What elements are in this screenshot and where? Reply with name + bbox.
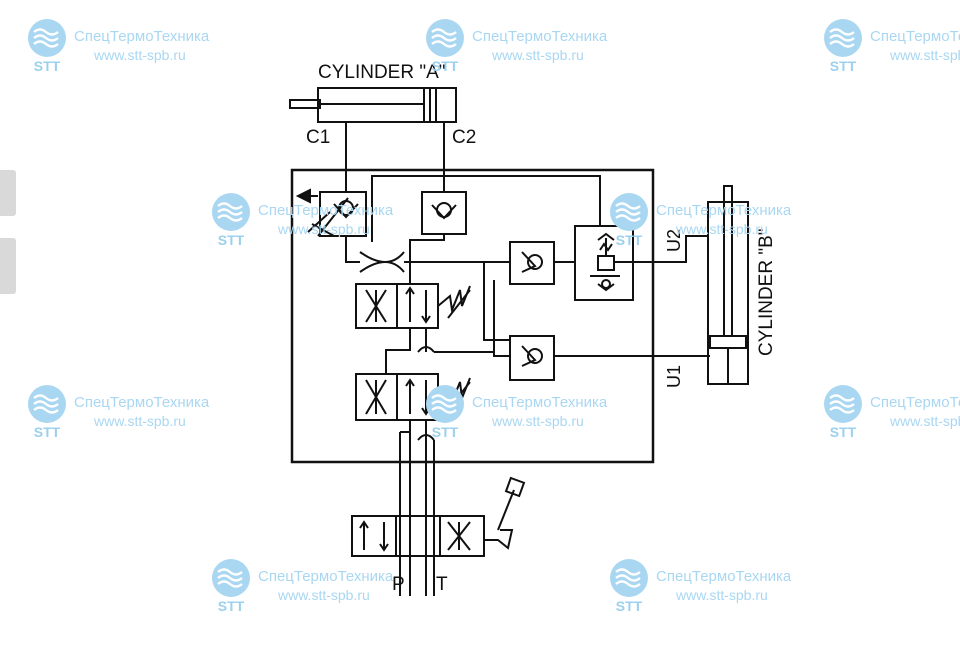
watermark: STT СпецТермоТехника www.stt-spb.ru: [210, 192, 430, 252]
watermark-url: www.stt-spb.ru: [278, 587, 370, 603]
watermark-logo-icon: [212, 193, 250, 231]
watermark-name: СпецТермоТехника: [656, 202, 792, 219]
watermark-url: www.stt-spb.ru: [676, 221, 768, 237]
watermark-name: СпецТермоТехника: [258, 568, 394, 585]
watermark-url: www.stt-spb.ru: [94, 413, 186, 429]
watermark-abbr: STT: [829, 58, 857, 74]
watermark-name: СпецТермоТехника: [870, 394, 960, 411]
watermark-abbr: STT: [615, 232, 643, 248]
watermark-url: www.stt-spb.ru: [94, 47, 186, 63]
watermark: STT СпецТермоТехника www.stt-spb.ru: [424, 384, 644, 444]
watermark-abbr: STT: [615, 598, 643, 614]
watermark-url: www.stt-spb.ru: [492, 47, 584, 63]
watermark-logo-icon: [28, 19, 66, 57]
port-t-label: T: [436, 574, 448, 595]
watermark: STT СпецТермоТехника www.stt-spb.ru: [210, 558, 430, 618]
watermark-name: СпецТермоТехника: [472, 28, 608, 45]
side-tab-1: [0, 170, 16, 216]
watermark-abbr: STT: [33, 58, 61, 74]
port-u2-label: U2: [664, 229, 684, 252]
watermark-name: СпецТермоТехника: [74, 394, 210, 411]
watermark-abbr: STT: [431, 58, 459, 74]
port-u1-label: U1: [664, 365, 684, 388]
valve-block: [290, 168, 655, 464]
watermark-logo-icon: [28, 385, 66, 423]
port-c2-label: C2: [452, 127, 476, 148]
watermark-logo-icon: [610, 559, 648, 597]
watermark-abbr: STT: [217, 232, 245, 248]
watermark-url: www.stt-spb.ru: [492, 413, 584, 429]
watermark-url: www.stt-spb.ru: [676, 587, 768, 603]
watermark-logo-icon: [610, 193, 648, 231]
watermark-name: СпецТермоТехника: [258, 202, 394, 219]
cylinder-a-label: CYLINDER "A": [318, 62, 446, 83]
port-c1-label: C1: [306, 127, 330, 148]
check-valve-u2-line: [509, 241, 555, 285]
port-p-label: P: [392, 574, 405, 595]
watermark-logo-icon: [824, 385, 862, 423]
check-valve-c1: [295, 188, 367, 237]
directional-valve-1: [355, 283, 471, 329]
watermark: STT СпецТермоТехника www.stt-spb.ru: [608, 192, 828, 252]
watermark-abbr: STT: [829, 424, 857, 440]
watermark-url: www.stt-spb.ru: [890, 47, 960, 63]
watermark-logo-icon: [426, 19, 464, 57]
watermark-logo-icon: [426, 385, 464, 423]
watermark-abbr: STT: [217, 598, 245, 614]
watermark: STT СпецТермоТехника www.stt-spb.ru: [608, 558, 828, 618]
watermark-abbr: STT: [431, 424, 459, 440]
watermark-url: www.stt-spb.ru: [278, 221, 370, 237]
watermark: STT СпецТермоТехника www.stt-spb.ru: [822, 18, 960, 78]
watermark-name: СпецТермоТехника: [472, 394, 608, 411]
relief-valve: [574, 225, 634, 301]
cylinder-a-barrel: [317, 87, 457, 123]
watermark-logo-icon: [212, 559, 250, 597]
cylinder-b: [707, 185, 749, 385]
check-valve-u1-line: [509, 335, 555, 381]
supply-lines: [399, 432, 435, 596]
watermark-name: СпецТермоТехника: [656, 568, 792, 585]
watermark-name: СпецТермоТехника: [870, 28, 960, 45]
cylinder-b-label: CYLINDER "B": [756, 228, 777, 356]
watermark: STT СпецТермоТехника www.stt-spb.ru: [26, 18, 246, 78]
watermark-name: СпецТермоТехника: [74, 28, 210, 45]
watermark-abbr: STT: [33, 424, 61, 440]
watermark: STT СпецТермоТехника www.stt-spb.ru: [424, 18, 644, 78]
watermark: STT СпецТермоТехника www.stt-spb.ru: [822, 384, 960, 444]
side-tab-2: [0, 238, 16, 294]
watermark-logo-icon: [824, 19, 862, 57]
watermark: STT СпецТермоТехника www.stt-spb.ru: [26, 384, 246, 444]
watermark-url: www.stt-spb.ru: [890, 413, 960, 429]
manual-directional-valve: [351, 476, 526, 557]
cylinder-a: [289, 87, 457, 123]
